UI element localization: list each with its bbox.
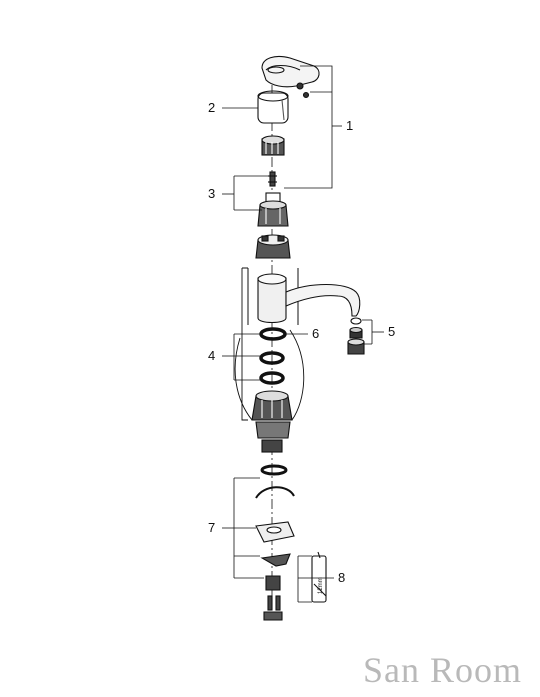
bushing: [261, 135, 285, 156]
callout-4: 4: [208, 348, 215, 363]
mounting-parts: [255, 521, 295, 621]
screw-set: [296, 82, 310, 99]
base-body: [251, 390, 293, 453]
wrench-tool: [311, 551, 327, 603]
faucet-body: [234, 267, 361, 421]
aerator-parts: [347, 317, 365, 355]
lever-handle: [261, 55, 320, 88]
callout-1: 1: [346, 118, 353, 133]
cartridge: [257, 192, 289, 227]
tool-size-label: 12mm: [318, 577, 324, 594]
threaded-ring: [255, 234, 291, 259]
base-gasket: [255, 464, 295, 499]
o-ring-set: [259, 327, 287, 385]
watermark-text: San Room: [362, 650, 522, 690]
leader-lines: [222, 65, 384, 603]
callout-2: 2: [208, 100, 215, 115]
callout-6: 6: [312, 326, 319, 341]
callout-5: 5: [388, 324, 395, 339]
callout-8: 8: [338, 570, 345, 585]
pin: [268, 171, 277, 187]
cap: [257, 90, 289, 124]
callout-7: 7: [208, 520, 215, 535]
callout-3: 3: [208, 186, 215, 201]
